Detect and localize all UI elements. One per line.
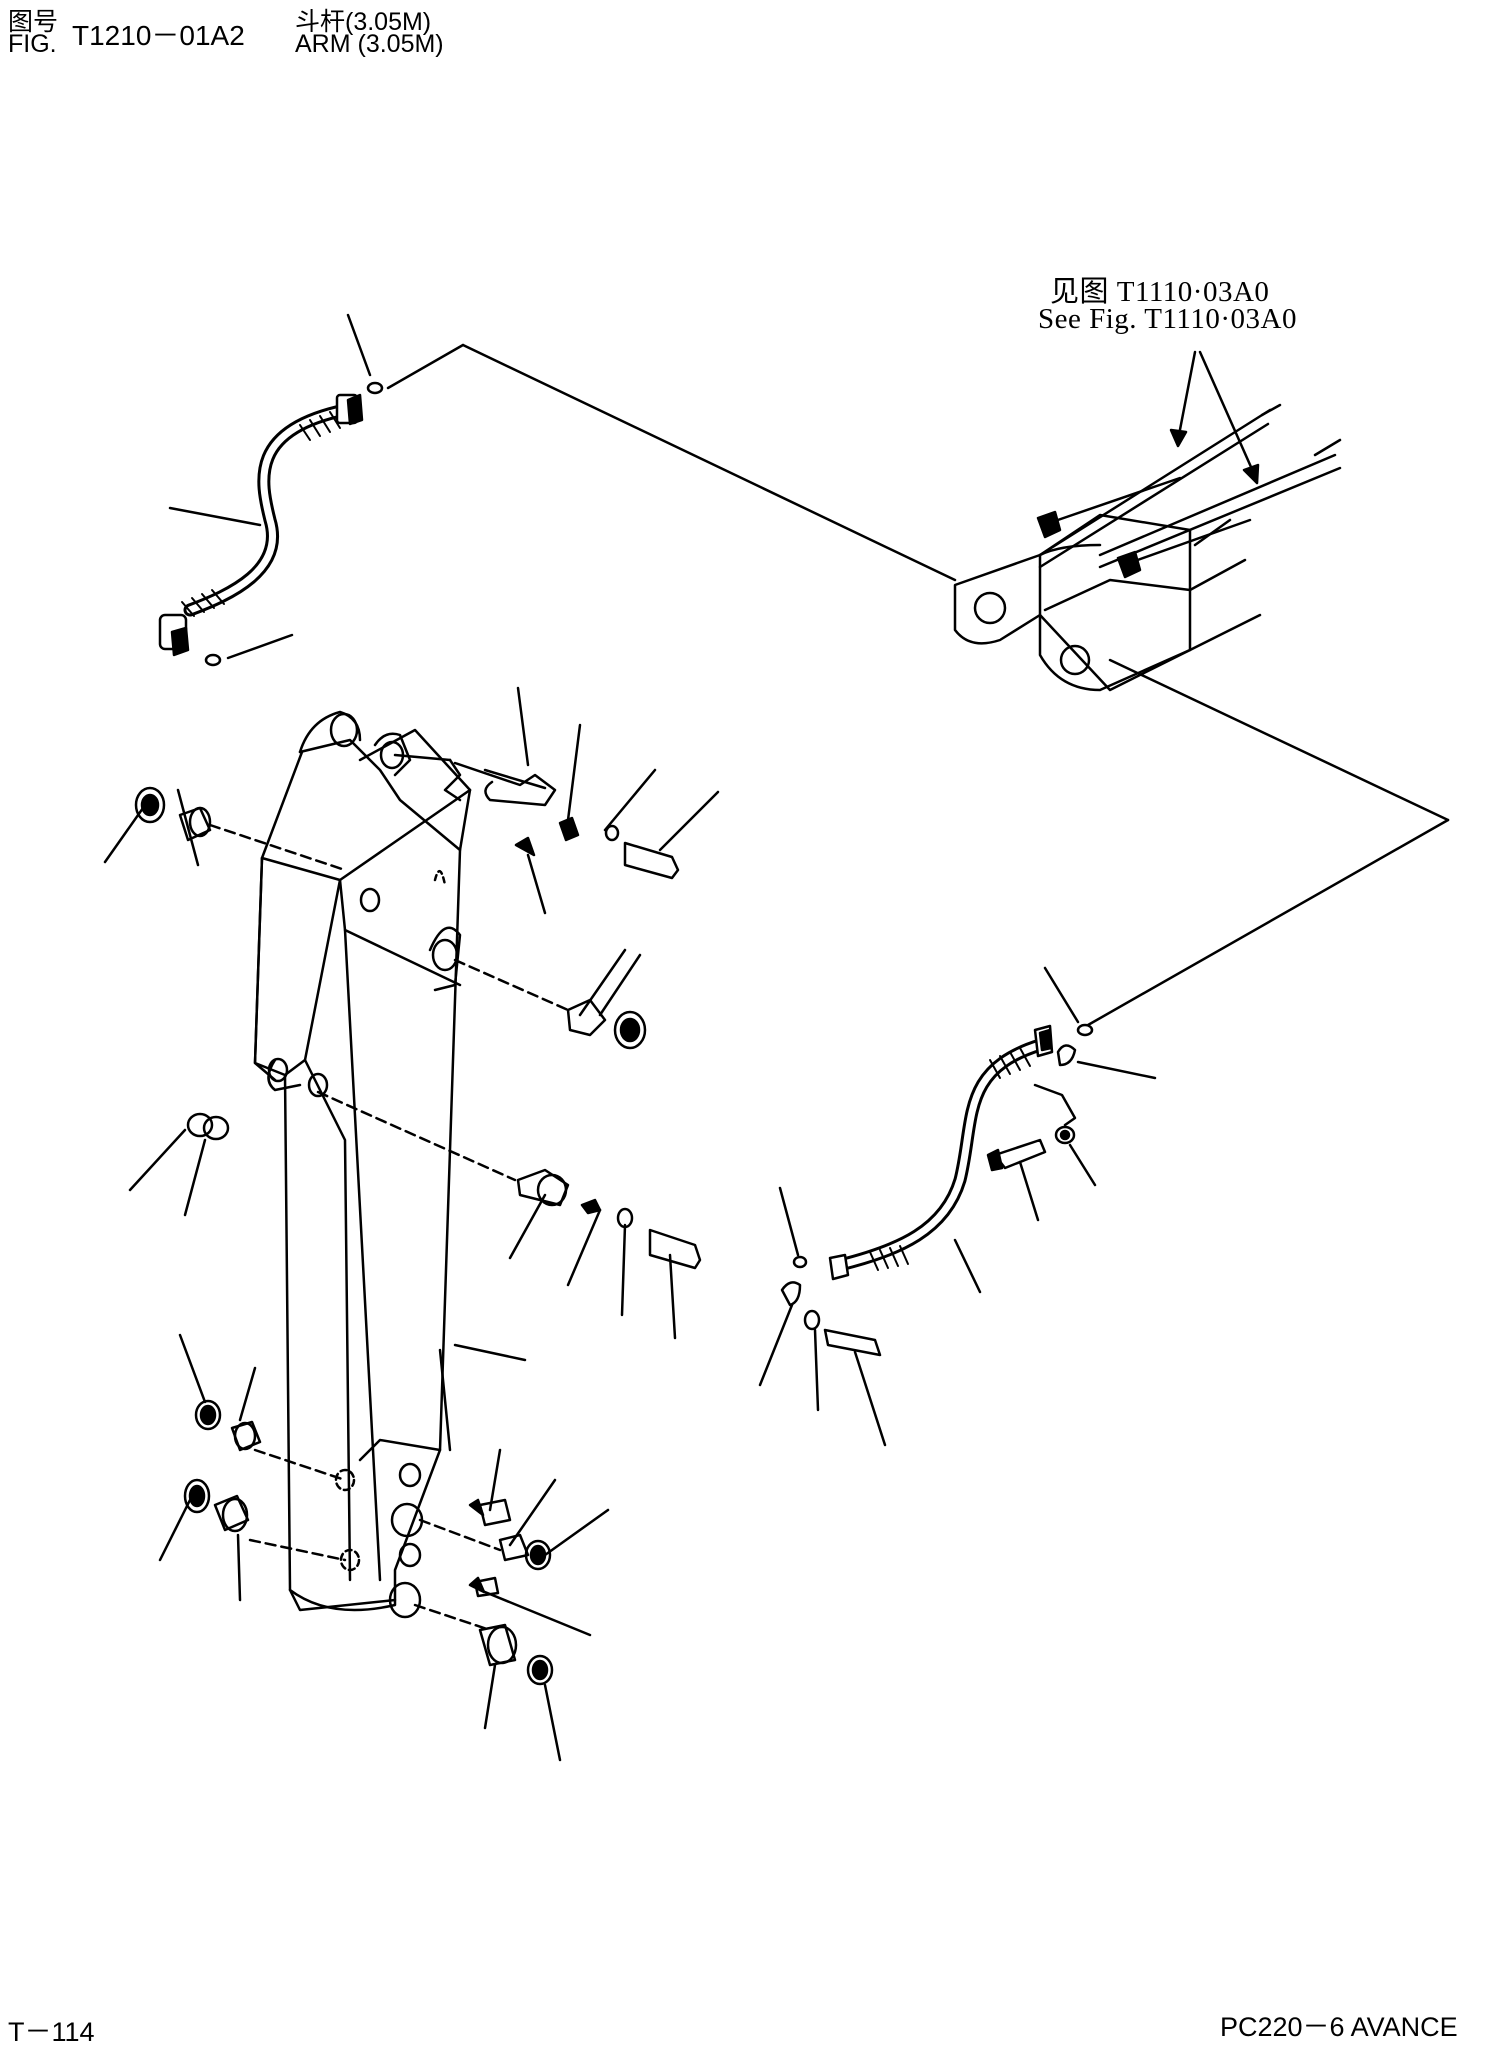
assembly-lines xyxy=(386,343,1450,1027)
title-cn: 斗杆(3.05M) xyxy=(295,8,432,36)
arm-dashed-lines xyxy=(208,823,570,1632)
reference-note-en: See Fig. T1110·03A0 xyxy=(1038,303,1297,335)
reference-arrows xyxy=(1169,350,1260,485)
lower-hose-tube xyxy=(758,966,1157,1447)
fig-label-cn: 图号 xyxy=(8,8,59,36)
fig-label-en: FIG. xyxy=(8,30,57,58)
reference-note-cn: 见图 T1110·03A0 xyxy=(1050,276,1270,308)
upper-hose-tube xyxy=(158,313,384,667)
model-name: PC220－6 AVANCE xyxy=(1220,2012,1458,2042)
page-number: T－114 xyxy=(8,2017,95,2047)
bottom-bushings xyxy=(158,1333,610,1762)
boom-end xyxy=(953,403,1342,692)
title-en: ARM (3.05M) xyxy=(295,30,444,58)
fig-number: T1210－01A2 xyxy=(72,20,245,51)
bushings-seals xyxy=(128,786,702,1362)
arm-body xyxy=(253,710,472,1619)
upper-pin-set xyxy=(103,686,720,915)
